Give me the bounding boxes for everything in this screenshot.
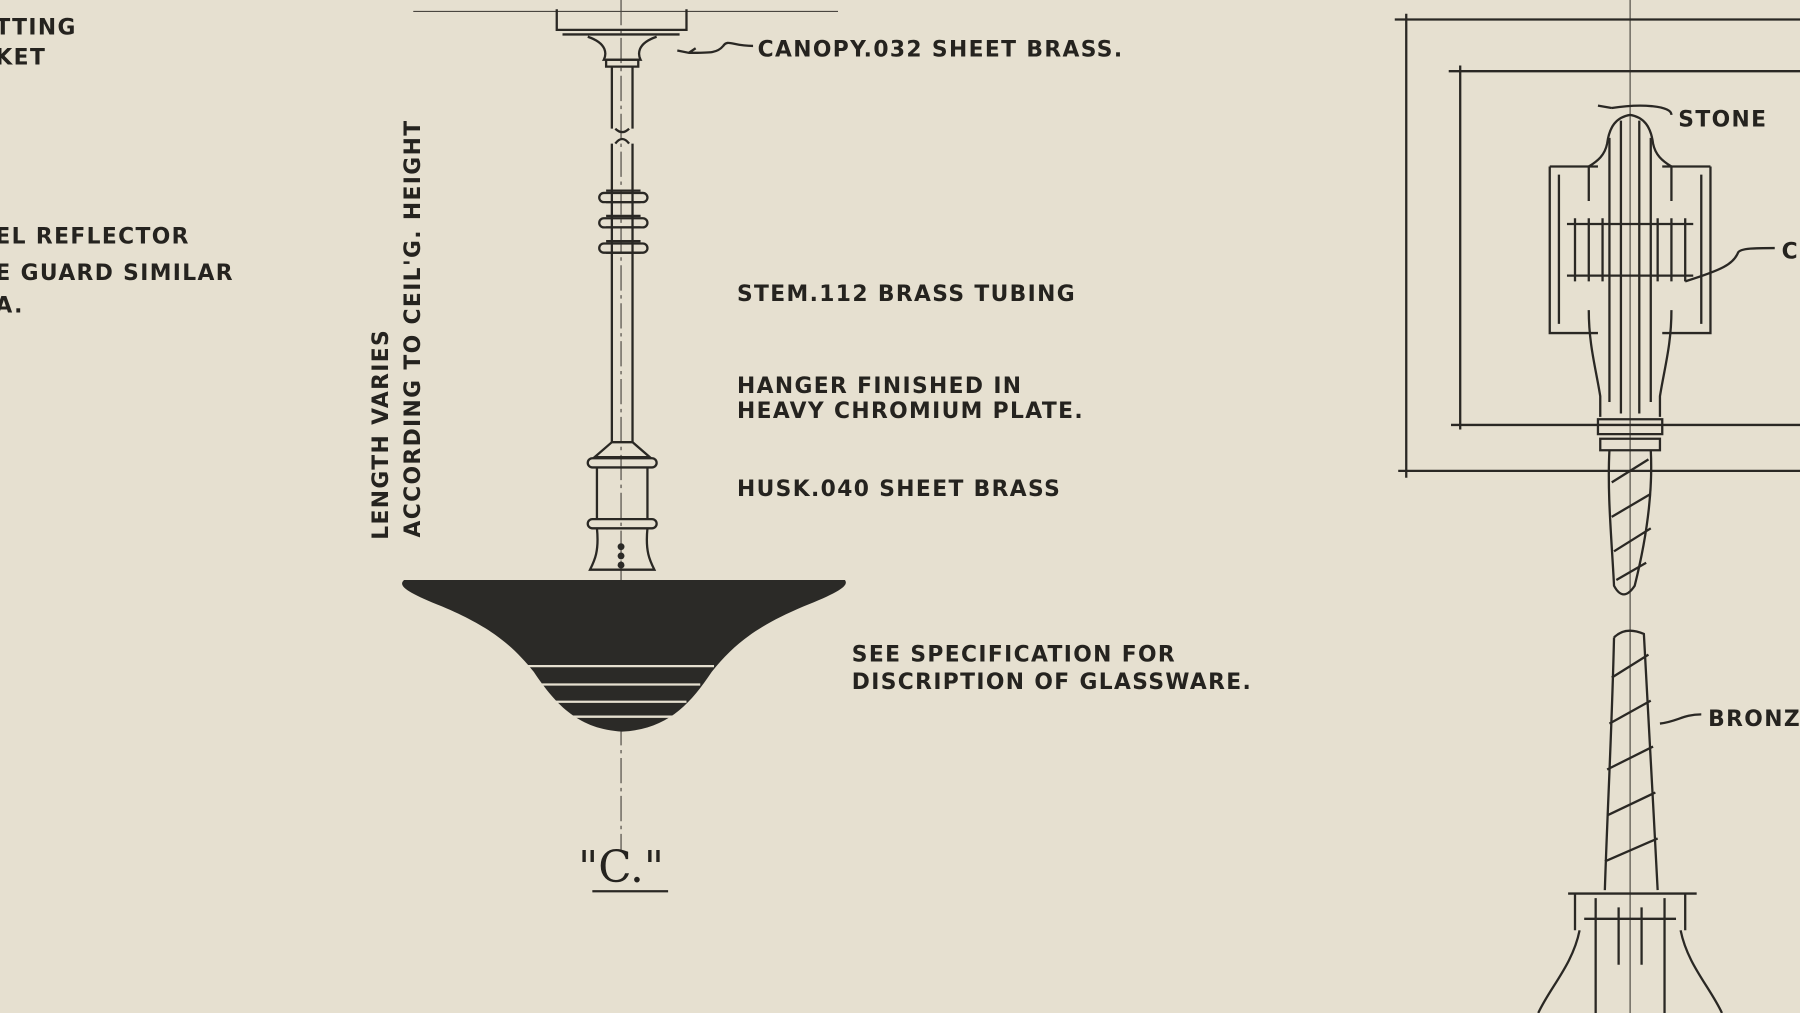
canopy-leader [677, 41, 754, 55]
twisted-column-upper [1607, 450, 1653, 596]
column-base [1537, 892, 1723, 1013]
label-canopy: CANOPY.032 SHEET BRASS. [758, 37, 1124, 62]
twisted-column-lower [1603, 629, 1659, 891]
label-length-1: LENGTH VARIES [369, 329, 394, 540]
husk [595, 467, 649, 520]
fixture-c-drawing: "C." CANOPY.032 SHEET BRASS. STEM.112 BR… [369, 0, 1252, 893]
label-stem: STEM.112 BRASS TUBING [737, 282, 1076, 307]
label-bronze: BRONZ [1708, 707, 1800, 732]
wall-bracket-detail: STONE C BRONZ [1394, 0, 1800, 1013]
label-glass-1: SEE SPECIFICATION FOR [852, 643, 1176, 668]
note-fitting: TTING [0, 15, 77, 40]
note-reflector: EL REFLECTOR [0, 224, 190, 249]
note-a: A. [0, 293, 24, 318]
outer-frame [1394, 13, 1800, 478]
note-bracket: KET [0, 45, 46, 70]
flutes [1608, 120, 1652, 414]
label-husk: HUSK.040 SHEET BRASS [737, 477, 1061, 502]
bronze-leader [1659, 713, 1702, 725]
label-c: C [1782, 239, 1799, 264]
inner-frame [1448, 65, 1800, 430]
label-hanger-1: HANGER FINISHED IN [737, 374, 1022, 399]
note-guard: E GUARD SIMILAR [0, 261, 234, 286]
label-hanger-2: HEAVY CHROMIUM PLATE. [737, 399, 1084, 424]
shade-bands [528, 664, 715, 718]
stone-body [1587, 113, 1673, 417]
stone-leader [1597, 104, 1673, 116]
fixture-designation: "C." [578, 843, 664, 893]
label-glass-2: DISCRIPTION OF GLASSWARE. [852, 670, 1252, 695]
label-length-2: ACCORDING TO CEIL'G. HEIGHT [401, 120, 426, 538]
label-stone: STONE [1678, 107, 1767, 132]
stem [610, 66, 634, 443]
canopy-box [555, 9, 688, 32]
band [1566, 218, 1694, 282]
left-notes: TTING KET EL REFLECTOR E GUARD SIMILAR A… [0, 15, 234, 318]
c-leader [1684, 246, 1775, 283]
stem-rings [598, 189, 649, 254]
glass-shade [402, 580, 846, 732]
